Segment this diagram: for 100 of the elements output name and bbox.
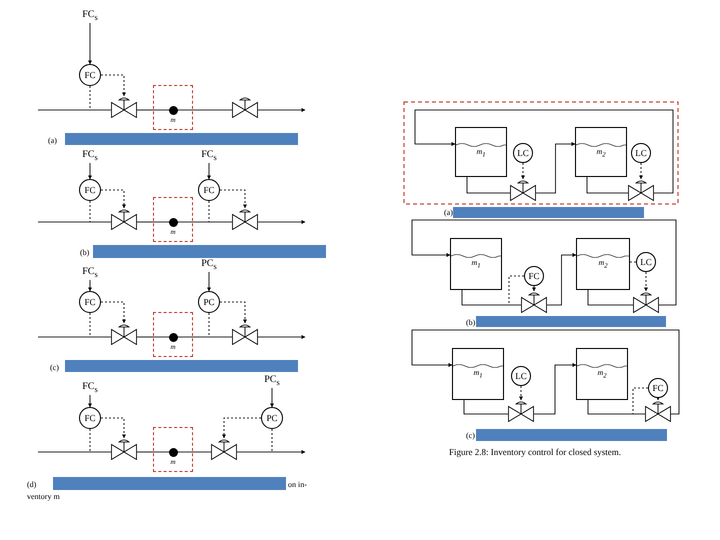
pipe-line [536,142,576,194]
control-valve-symbol [111,96,137,118]
pipe-line [412,220,676,306]
signal-line [100,418,126,438]
signal-line [220,190,247,208]
pipe-line [588,400,646,414]
control-valve-symbol [111,323,137,345]
control-valve-symbol [628,179,654,201]
pipe-line [546,253,576,306]
tank-label: m$_{2}$ [596,368,608,380]
signal-line [100,190,126,208]
pipe-line [464,400,508,414]
tank-label: m$_{1}$ [472,368,484,380]
controller-circle: FC [198,179,220,201]
figure-caption: Figure 2.8: Inventory control for closed system. [449,447,621,457]
pipe-line [38,336,112,338]
control-valve-symbol [645,400,671,422]
controller-circle: PC [261,407,283,429]
setpoint-label: FC$_{s}$ [75,379,105,395]
panel-label: (d) [27,480,36,489]
pipe-line [586,176,628,194]
signal-line [519,386,523,400]
tank-label: m$_{1}$ [470,258,482,270]
pipe-line [207,162,211,180]
pipe-line [88,162,92,180]
control-valve-symbol [508,400,534,422]
inventory-boundary [153,85,193,130]
controller-circle: LC [511,366,531,386]
setpoint-label: FC$_{s}$ [75,264,105,280]
signal-line [644,272,648,292]
pipe-line [412,330,680,414]
pipe-line [588,290,634,306]
controller-circle: LC [513,143,533,163]
panel-label: on in- [288,480,307,489]
signal-line [521,162,525,180]
pipe-line [414,110,674,194]
controller-circle: LC [631,143,651,163]
control-valve-symbol [211,438,237,460]
pipe-line [236,450,306,454]
panel-label: ventory m [27,492,60,501]
signal-line [532,286,536,292]
signal-line [100,302,126,324]
signal-line [222,418,262,438]
control-valve-symbol [510,179,536,201]
pipe-line [207,272,211,292]
pipe-line [462,290,522,306]
controller-circle: FC [524,266,544,286]
inventory-boundary [153,427,193,472]
tank-vessel [576,348,628,400]
pipe-line [136,336,154,338]
setpoint-label: PC$_{s}$ [257,372,287,388]
controller-circle: FC [79,291,101,313]
signal-line [656,396,660,400]
panel-label: (c) [50,363,59,372]
panel-label: (c) [466,431,475,440]
setpoint-label: PC$_{s}$ [194,256,224,272]
controller-circle: FC [79,179,101,201]
setpoint-label: FC$_{s}$ [75,7,105,23]
control-valve-symbol [521,291,547,313]
signal-line [208,200,210,222]
controller-circle: PC [198,291,220,313]
tank-label: m$_{2}$ [597,258,609,270]
control-valve-symbol [111,438,137,460]
pipe-line [258,108,306,112]
control-valve-symbol [232,323,258,345]
control-valve-symbol [111,208,137,230]
tank-label: m$_{1}$ [475,147,487,159]
tank-vessel [575,127,627,177]
pipe-line [88,22,92,64]
pipe-line [258,335,306,339]
controller-circle: LC [636,252,656,272]
signal-line [100,74,126,96]
panel-label: (a) [48,136,57,145]
tank-label: m$_{2}$ [595,147,607,159]
signal-line [508,276,524,306]
setpoint-label: FC$_{s}$ [75,147,105,163]
controller-circle: FC [79,407,101,429]
controller-circle: FC [648,378,668,398]
signal-line [639,162,643,180]
panel-label: (b) [466,318,476,327]
pipe-line [534,363,576,414]
signal-line [220,302,247,324]
tank-vessel [455,127,507,177]
tank-vessel [450,238,502,290]
tank-vessel [452,348,504,400]
setpoint-label: FC$_{s}$ [194,147,224,163]
control-valve-symbol [232,208,258,230]
pipe-line [88,280,92,292]
control-valve-symbol [232,96,258,118]
signal-line [208,312,210,338]
control-valve-symbol [633,291,659,313]
inventory-boundary [153,312,193,357]
pipe-line [192,336,232,338]
controller-circle: FC [79,64,101,86]
panel-label: (a) [444,208,453,217]
pipe-line [270,388,274,408]
panel-label: (b) [80,248,90,257]
pipe-line [258,220,306,224]
tank-vessel [576,238,630,290]
pipe-line [466,176,510,194]
